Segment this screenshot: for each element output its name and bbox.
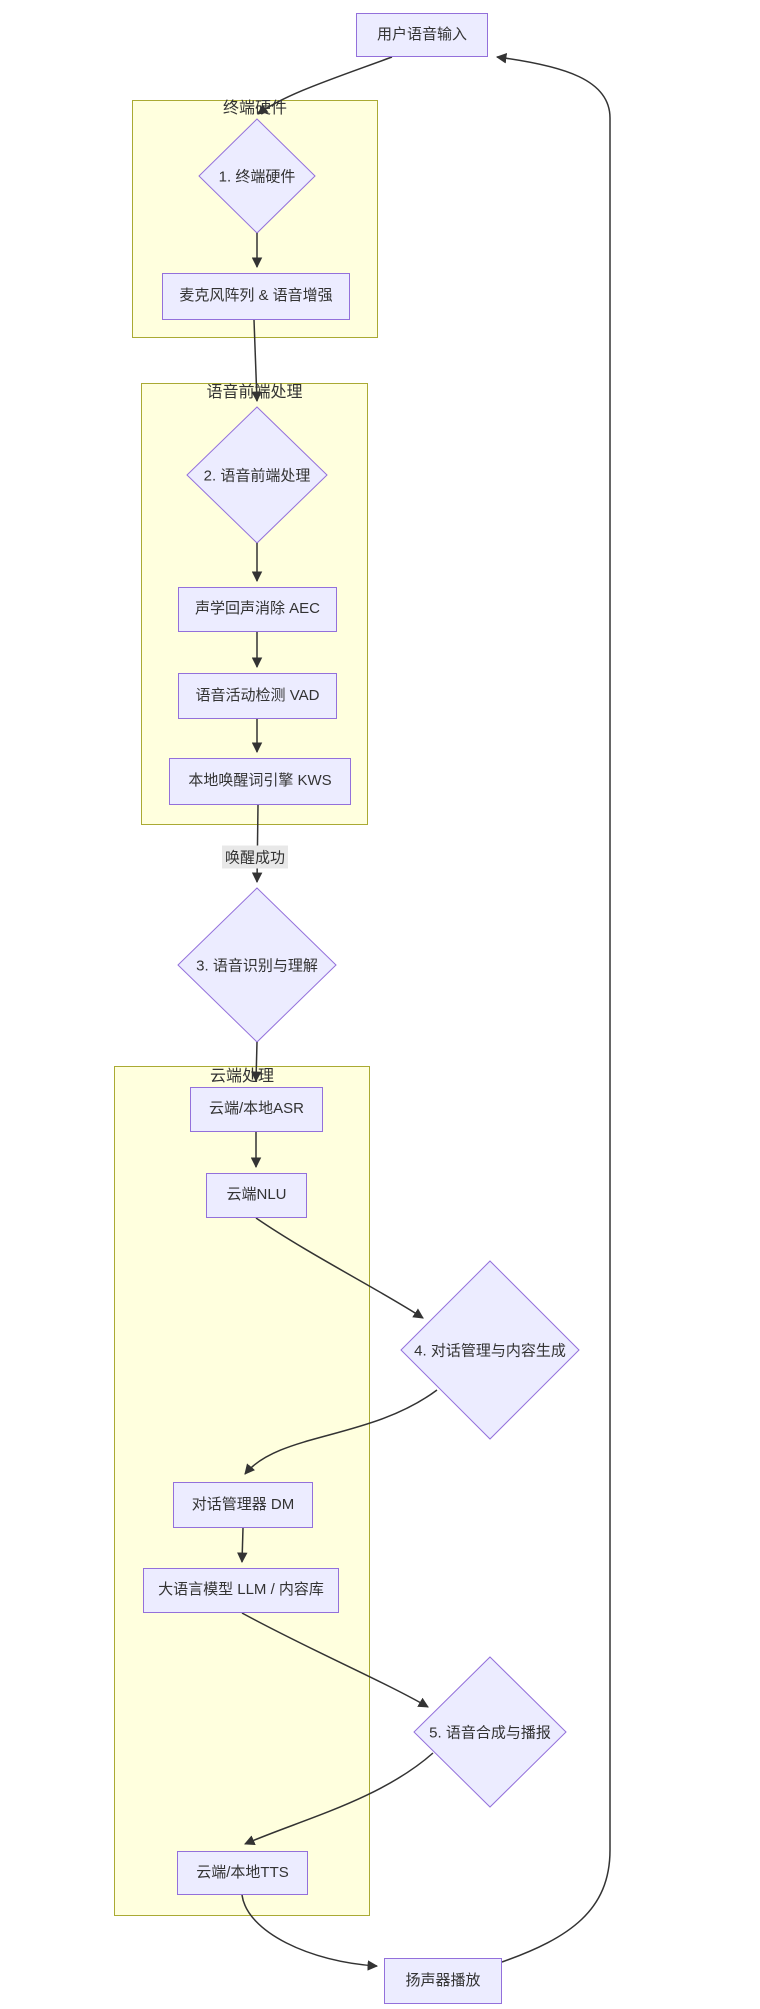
decision-asr-nlu-label: 3. 语音识别与理解 (196, 957, 318, 975)
node-kws: 本地唤醒词引擎 KWS (169, 758, 351, 805)
node-llm: 大语言模型 LLM / 内容库 (143, 1568, 339, 1613)
node-aec: 声学回声消除 AEC (178, 587, 337, 632)
subgraph-cloud-processing-label: 云端处理 (209, 1068, 274, 1085)
decision-speech-frontend-label: 2. 语音前端处理 (203, 467, 311, 485)
node-tts: 云端/本地TTS (177, 1851, 308, 1895)
edge-kws-to-d3-wake-success (251, 804, 263, 884)
node-mic-array: 麦克风阵列 & 语音增强 (162, 273, 350, 320)
decision-tts-broadcast-shape (413, 1656, 567, 1808)
node-nlu: 云端NLU (206, 1173, 307, 1218)
edge-label-wake-success: 唤醒成功 (221, 845, 289, 869)
edge-dm-to-llm (237, 1527, 248, 1564)
node-user-voice-input: 用户语音输入 (356, 13, 488, 57)
node-asr: 云端/本地ASR (190, 1087, 323, 1132)
subgraph-terminal-hardware-label: 终端硬件 (222, 100, 287, 117)
subgraph-speech-frontend-label: 语音前端处理 (206, 384, 303, 401)
edge-nlu-to-d4 (255, 1217, 424, 1319)
node-vad: 语音活动检测 VAD (178, 673, 337, 719)
edge-speaker-to-userinput-loop (495, 53, 611, 1963)
decision-tts-broadcast-label: 5. 语音合成与播报 (429, 1724, 551, 1742)
decision-dialog-management-shape (400, 1260, 580, 1440)
edge-mic-to-d2 (251, 319, 262, 403)
edge-llm-to-d5 (241, 1612, 429, 1708)
edge-d4-to-dm (244, 1389, 438, 1475)
decision-terminal-hardware-label: 1. 终端硬件 (218, 168, 296, 186)
node-speaker-playback: 扬声器播放 (384, 1958, 502, 2004)
edge-tts-to-speaker (241, 1894, 379, 1971)
decision-dialog-management-label: 4. 对话管理与内容生成 (414, 1342, 566, 1360)
edge-d5-to-tts (244, 1752, 434, 1846)
node-dialog-manager: 对话管理器 DM (173, 1482, 313, 1528)
edge-userinput-to-d1 (257, 56, 393, 115)
edge-d3-to-asr (250, 1041, 262, 1083)
